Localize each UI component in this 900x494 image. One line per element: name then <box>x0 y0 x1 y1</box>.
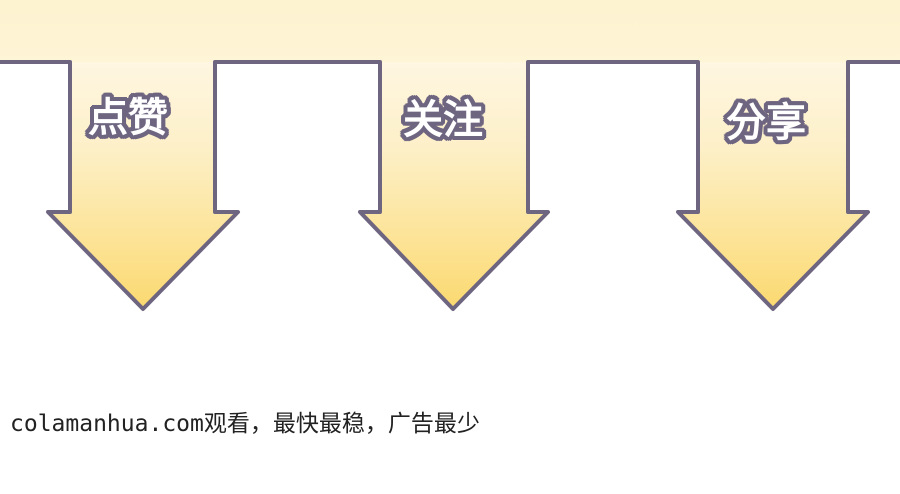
top-band <box>0 0 900 62</box>
like-label: 点赞 <box>88 95 168 141</box>
banner-outline <box>0 60 900 311</box>
banner-fill <box>0 0 900 309</box>
follow-label: 关注 <box>403 97 483 143</box>
site-notice-text: colamanhua.com观看，最快最稳，广告最少 <box>10 411 480 437</box>
call-to-action-banner <box>0 0 900 311</box>
share-label: 分享 <box>726 100 806 146</box>
